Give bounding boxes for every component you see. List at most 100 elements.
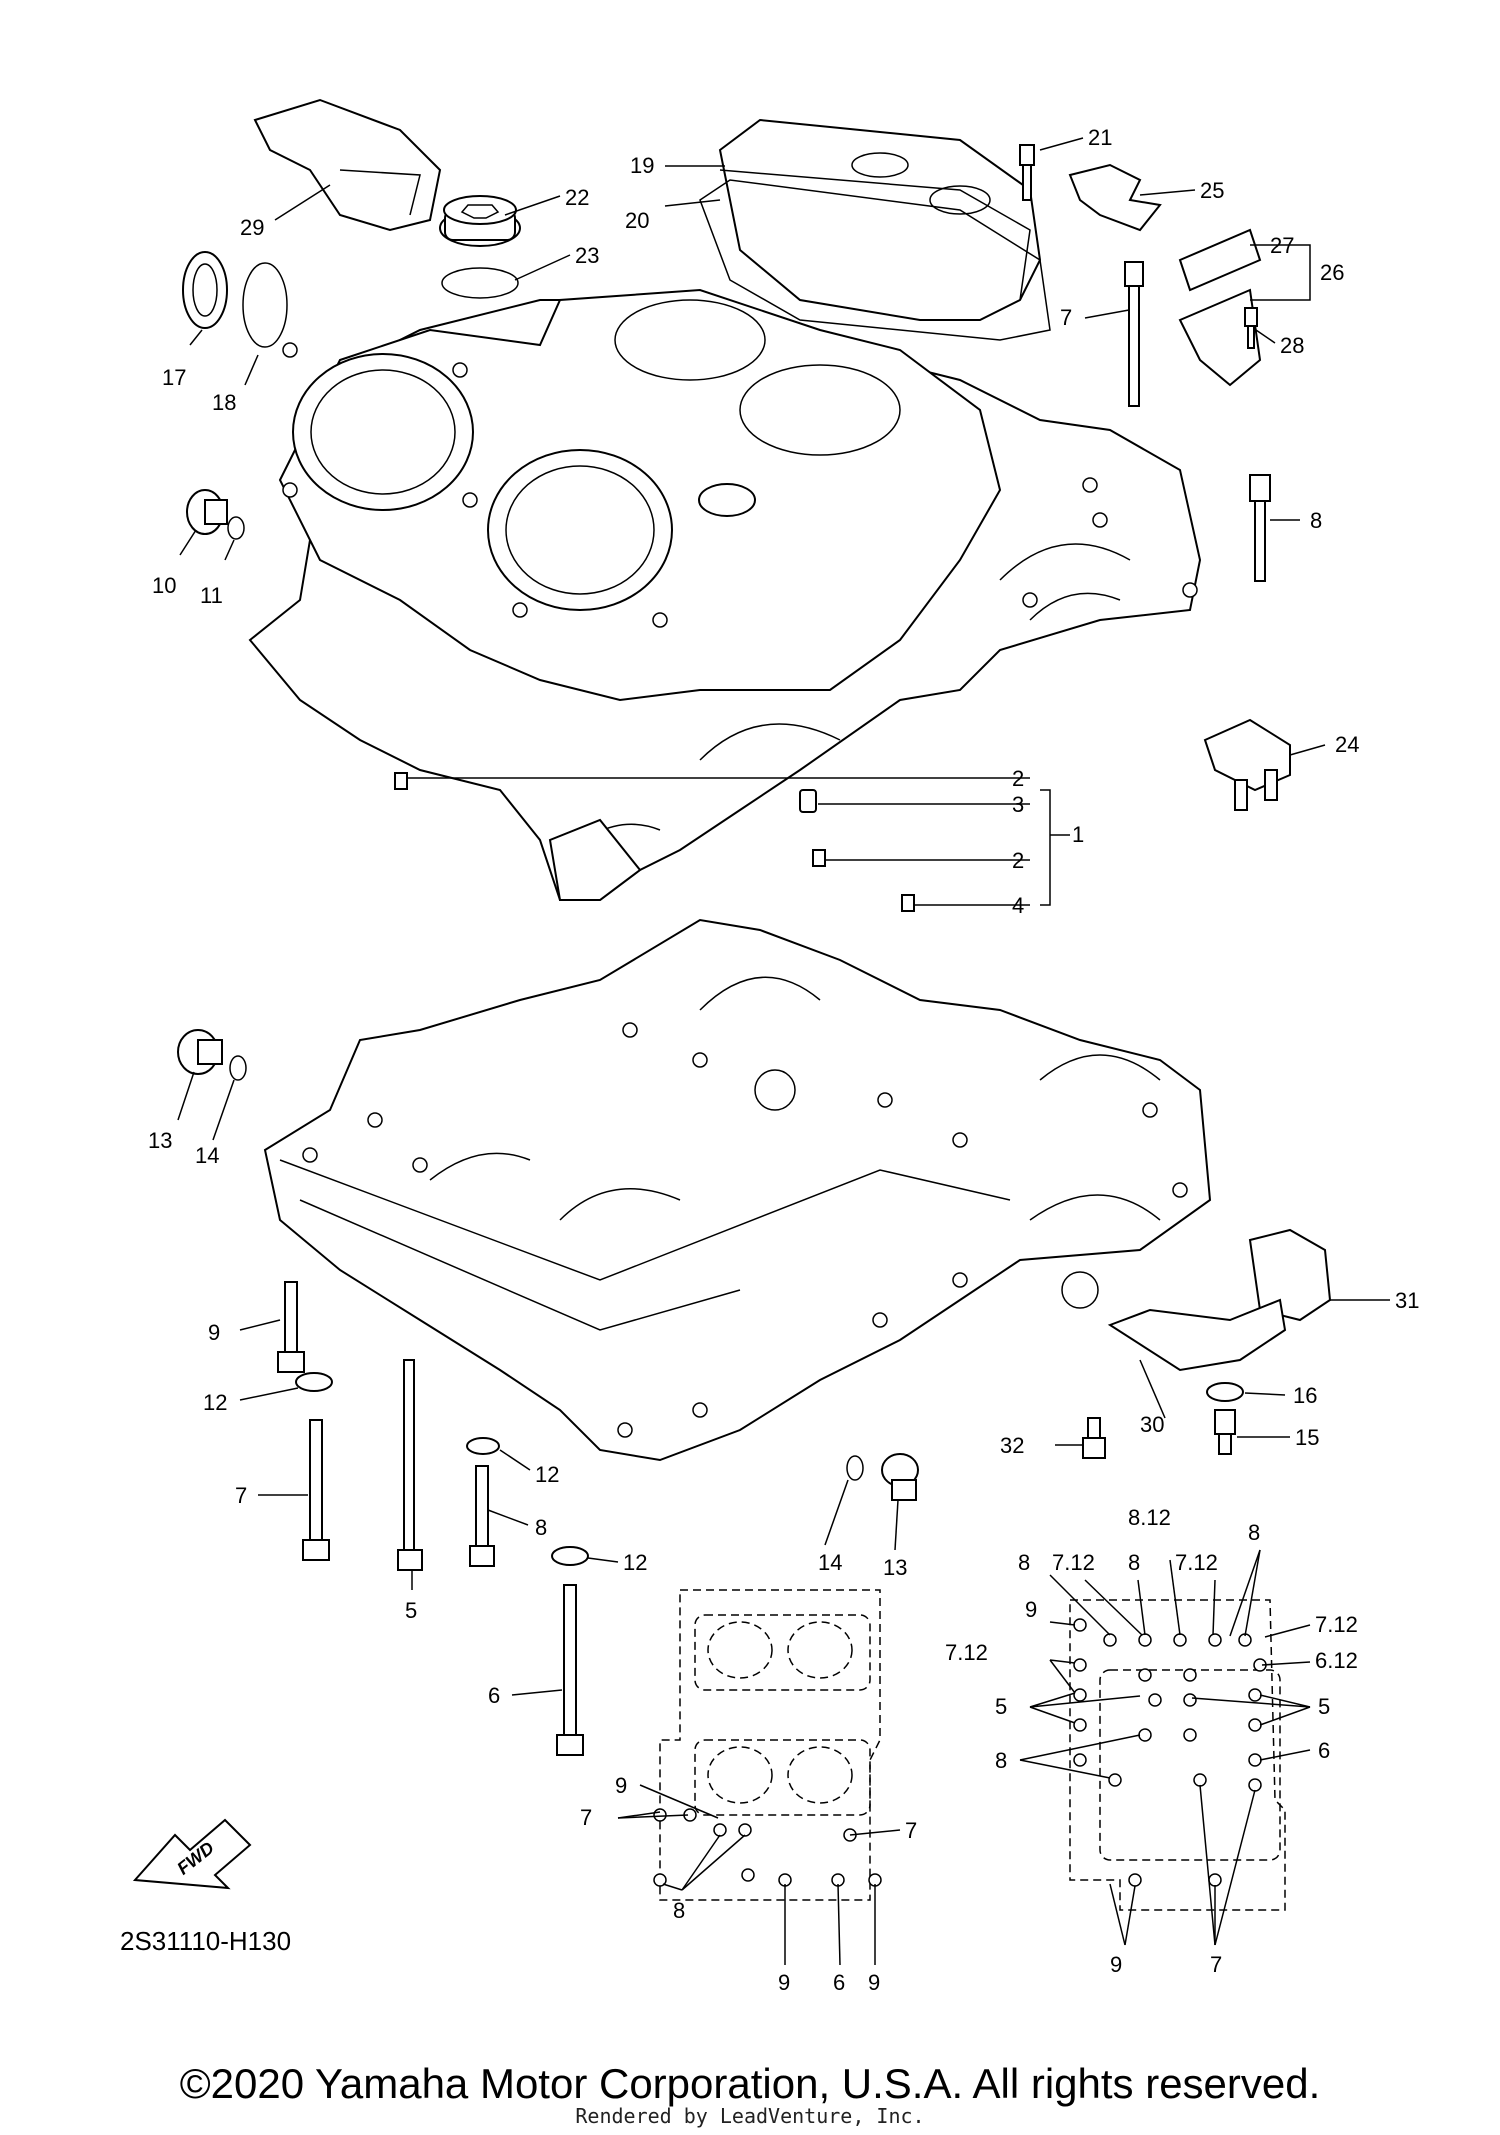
catalog-number: 2S31110-H130: [120, 1926, 292, 1956]
callout-labels: 29 22 23 19 20 21 25 27 26 28 7 17 18 8 …: [148, 125, 1419, 1708]
bolt-9-lower: [277, 1281, 305, 1373]
callout-32: 32: [1000, 1433, 1024, 1458]
map-upper-5-b: 5: [1318, 1694, 1330, 1719]
callout-14-left: 14: [195, 1143, 219, 1168]
map-upper-7-12-c: 7.12: [1315, 1612, 1358, 1637]
callout-26: 26: [1320, 260, 1344, 285]
bolt-8-upper: [1249, 474, 1271, 582]
bolt-28: [1244, 307, 1258, 349]
map-upper-9-b: 9: [1110, 1952, 1122, 1977]
callout-8-lower: 8: [535, 1515, 547, 1540]
bolt-map-lower-case: [653, 1589, 882, 1901]
callout-1: 1: [1072, 822, 1084, 847]
callout-29: 29: [240, 215, 264, 240]
fwd-arrow-icon: FWD: [132, 1818, 252, 1890]
bolt-8-lower: [469, 1465, 495, 1567]
callout-12-c: 12: [623, 1550, 647, 1575]
callout-22: 22: [565, 185, 589, 210]
breather-housing: [253, 98, 442, 232]
map-upper-9: 9: [1025, 1597, 1037, 1622]
map-lower-6: 6: [833, 1970, 845, 1995]
drain-plug-lower-right: [881, 1453, 919, 1501]
dowel-3: [799, 789, 817, 813]
callout-12-a: 12: [203, 1390, 227, 1415]
map-upper-7-12-a: 7.12: [1052, 1550, 1095, 1575]
map-upper-8-c: 8: [1248, 1520, 1260, 1545]
bolt-6: [556, 1584, 584, 1756]
callout-13-left: 13: [148, 1128, 172, 1153]
washer-12-c: [551, 1546, 589, 1566]
stud-bolt-7-upper: [1124, 261, 1144, 407]
oil-filler-cap: [439, 195, 521, 247]
callout-4: 4: [1012, 893, 1024, 918]
map-upper-8-a: 8: [1018, 1550, 1030, 1575]
bolt-21: [1019, 144, 1035, 201]
callout-8-upper: 8: [1310, 508, 1322, 533]
bolt-7-lower-a: [302, 1419, 330, 1561]
rendered-by-notice: Rendered by LeadVenture, Inc.: [575, 2104, 925, 2128]
map-lower-8: 8: [673, 1898, 685, 1923]
map-upper-6: 6: [1318, 1738, 1330, 1763]
map-lower-7-a: 7: [905, 1818, 917, 1843]
callout-17: 17: [162, 365, 186, 390]
cover-gasket: [699, 179, 1051, 341]
callout-13-right: 13: [883, 1555, 907, 1580]
lower-crankcase: [263, 918, 1212, 1462]
leader-lines: [177, 137, 1390, 1966]
washer-16: [1206, 1382, 1244, 1402]
map-upper-7-12-d: 7.12: [945, 1640, 988, 1665]
callout-10: 10: [152, 573, 176, 598]
callout-28: 28: [1280, 333, 1304, 358]
callout-7-lower-a: 7: [235, 1483, 247, 1508]
callout-14-right: 14: [818, 1550, 842, 1575]
map-lower-9-b: 9: [778, 1970, 790, 1995]
copyright-notice: ©2020 Yamaha Motor Corporation, U.S.A. A…: [179, 2060, 1321, 2107]
bolt-map-upper-labels: 8 7.12 8 8.12 7.12 8 9 7.12 7.12 6.12 5 …: [945, 1505, 1358, 1977]
callout-27: 27: [1270, 233, 1294, 258]
map-lower-9-a: 9: [615, 1773, 627, 1798]
bolt-map-upper-case: [1069, 1599, 1286, 1911]
washer-12-a: [295, 1372, 333, 1392]
plug-washer: [227, 516, 245, 540]
cable-clamp: [1068, 163, 1162, 232]
callout-25: 25: [1200, 178, 1224, 203]
drain-plug-lower-left: [177, 1029, 223, 1075]
callout-16: 16: [1293, 1383, 1317, 1408]
callout-9-left: 9: [208, 1320, 220, 1345]
map-lower-7-b: 7: [580, 1805, 592, 1830]
map-upper-7: 7: [1210, 1952, 1222, 1977]
drain-washer-right: [846, 1455, 864, 1481]
map-upper-5-a: 5: [995, 1694, 1007, 1719]
dowel-2-a: [394, 772, 408, 790]
callout-21: 21: [1088, 125, 1112, 150]
map-upper-8-12: 8.12: [1128, 1505, 1171, 1530]
callout-6: 6: [488, 1683, 500, 1708]
callout-2-b: 2: [1012, 848, 1024, 873]
callout-18: 18: [212, 390, 236, 415]
bolt-32: [1082, 1417, 1106, 1459]
drain-washer-left: [229, 1055, 247, 1081]
bolt-map-lower-labels: 9 7 7 8 9 6 9: [580, 1773, 917, 1995]
o-ring: [242, 262, 288, 348]
map-upper-8-b: 8: [1128, 1550, 1140, 1575]
washer-12-b: [466, 1437, 500, 1455]
callout-19: 19: [630, 153, 654, 178]
map-upper-8-d: 8: [995, 1748, 1007, 1773]
callout-7-upper: 7: [1060, 305, 1072, 330]
breather-cover: [718, 118, 1042, 321]
callout-23: 23: [575, 243, 599, 268]
map-upper-7-12-b: 7.12: [1175, 1550, 1218, 1575]
plate-26: [1178, 288, 1262, 387]
callout-24: 24: [1335, 732, 1359, 757]
callout-3: 3: [1012, 792, 1024, 817]
dowel-2-b: [812, 849, 826, 867]
bolt-5: [397, 1359, 423, 1571]
dowel-4: [901, 894, 915, 912]
oil-seal: [182, 251, 228, 329]
callout-15: 15: [1295, 1425, 1319, 1450]
callout-5: 5: [405, 1598, 417, 1623]
plate-27: [1178, 228, 1262, 292]
map-lower-9-c: 9: [868, 1970, 880, 1995]
callout-2-a: 2: [1012, 766, 1024, 791]
